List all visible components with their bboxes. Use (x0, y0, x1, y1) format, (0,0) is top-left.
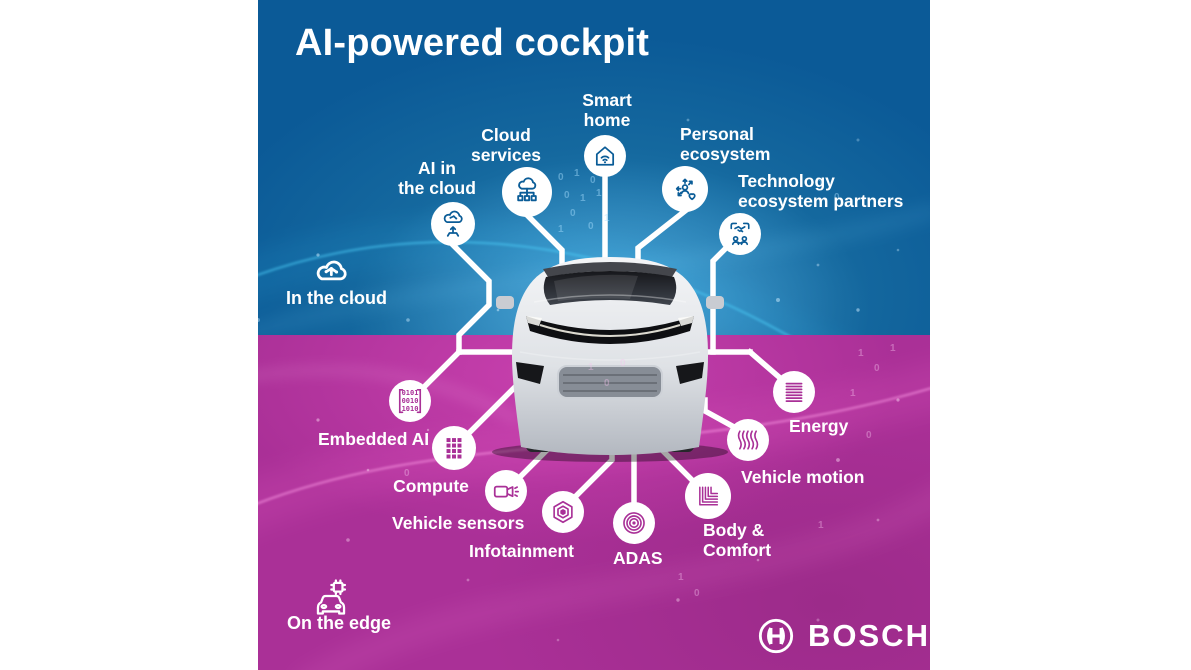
connector-embedded-ai (421, 348, 463, 390)
concentric-circles-icon (623, 512, 645, 534)
node-circle-ai-in-the-cloud (431, 202, 475, 246)
label-adas: ADAS (613, 548, 663, 568)
cloud-section-label: In the cloud (286, 288, 387, 308)
binary-code-icon (398, 388, 422, 414)
label-cloud-services: Cloud services (470, 125, 542, 165)
node-circle-embedded-ai: 0101 0010 1010 (389, 380, 431, 422)
node-circle-energy (773, 371, 815, 413)
node-circle-personal-ecosystem (662, 166, 708, 212)
handshake-partners-icon (730, 222, 750, 246)
label-ai-in-the-cloud: AI in the cloud (398, 158, 476, 198)
page-title: AI-powered cockpit (295, 22, 650, 64)
cloud-circuit-icon (316, 260, 347, 281)
node-circle-compute (432, 426, 476, 470)
node-circle-cloud-services (502, 167, 552, 217)
label-energy: Energy (789, 416, 849, 436)
ai-cloud-icon (443, 210, 463, 237)
scene-artwork (258, 93, 930, 670)
node-circle-infotainment (542, 491, 584, 533)
node-circle-technology-ecosystem-partners (719, 213, 761, 255)
connector-technology-partners (710, 245, 729, 355)
wavy-lines-icon (737, 430, 759, 450)
edge-section-label: On the edge (287, 613, 392, 633)
node-circle-body-comfort (685, 473, 731, 519)
bosch-logo-text: BOSCH (808, 618, 930, 653)
label-compute: Compute (393, 476, 469, 496)
connector-vehicle-motion (702, 397, 738, 431)
label-personal-ecosystem: Personal ecosystem (680, 124, 771, 164)
label-smart-home: Smart home (582, 90, 632, 130)
car-chip-icon (316, 579, 347, 615)
label-embedded-ai: Embedded AI (318, 429, 430, 449)
connector-energy (746, 348, 783, 381)
node-circle-vehicle-sensors (485, 470, 527, 512)
node-circle-vehicle-motion (727, 419, 769, 461)
cloud-network-icon (517, 177, 537, 202)
connector-compute (466, 378, 524, 436)
car-illustration (492, 257, 728, 462)
smart-home-icon (595, 146, 615, 166)
bosch-anchor-icon (758, 618, 794, 654)
stacked-lines-icon (785, 382, 803, 402)
node-circle-adas (613, 502, 655, 544)
camera-sensor-icon (493, 485, 519, 498)
label-vehicle-motion: Vehicle motion (741, 467, 865, 487)
label-infotainment: Infotainment (469, 541, 574, 561)
connector-ai-in-the-cloud (449, 241, 492, 355)
label-body-comfort: Body & Comfort (703, 520, 772, 560)
node-circle-smart-home (584, 135, 626, 177)
binary-code-text: 0101 0010 1010 (401, 388, 419, 414)
label-vehicle-sensors: Vehicle sensors (392, 513, 525, 533)
chip-grid-icon (446, 438, 462, 459)
person-arrows-heart-icon (675, 178, 696, 201)
hexagon-layers-icon (553, 500, 573, 524)
label-technology-ecosystem-partners: Technology ecosystem partners (738, 171, 904, 211)
bosch-logo: BOSCH (756, 616, 930, 656)
layered-corner-icon (699, 486, 719, 506)
